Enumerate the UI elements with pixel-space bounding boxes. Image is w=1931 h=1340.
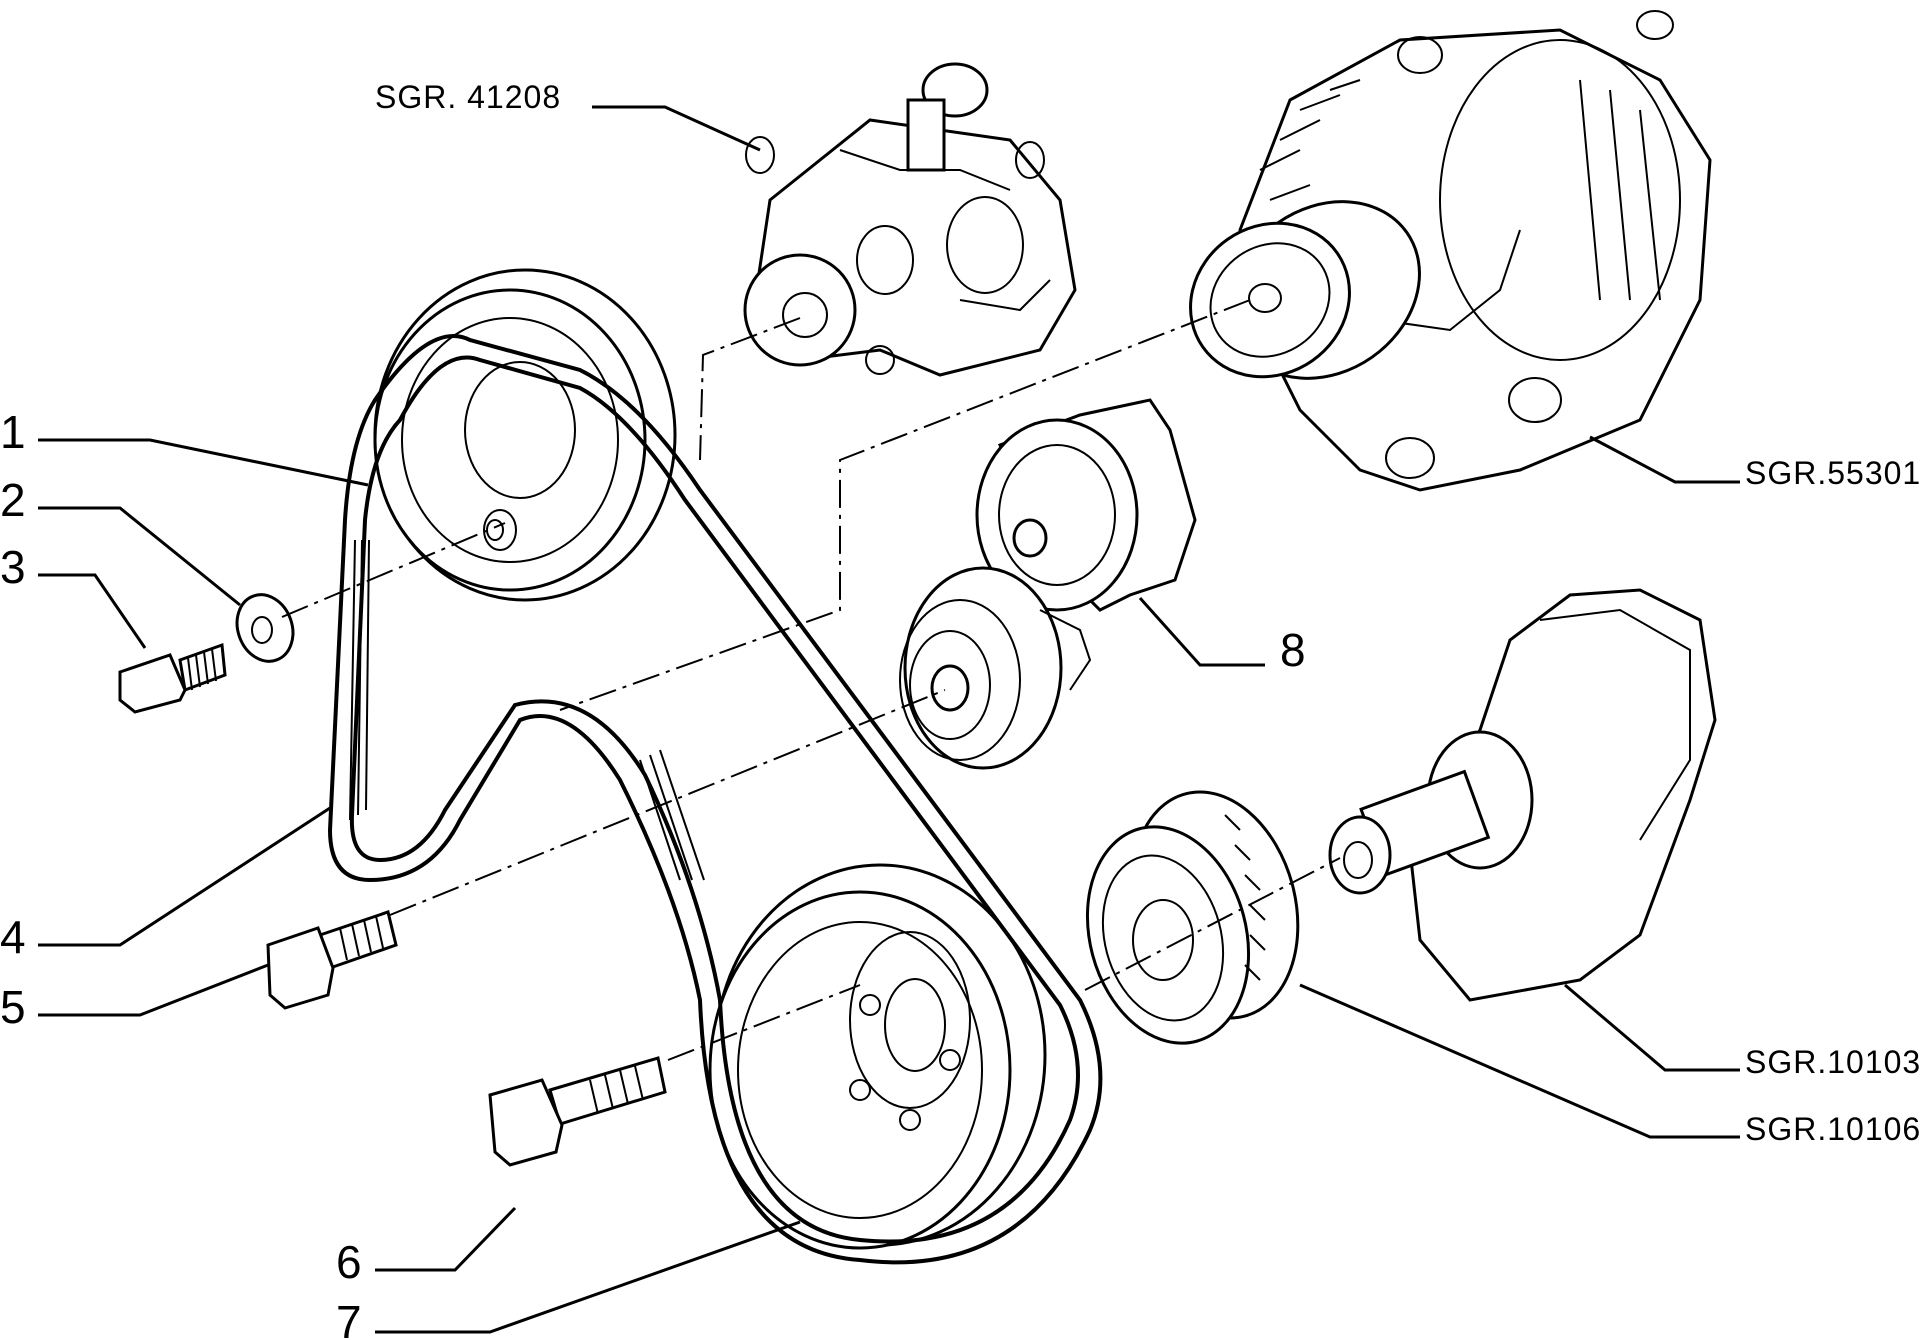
callout-7: 7 [336,1296,362,1340]
bolt-3-drawing [118,642,227,714]
callout-1: 1 [0,406,26,458]
leader-8 [1138,596,1265,667]
callout-3: 3 [0,541,26,593]
crankshaft-pulley-drawing [708,863,1047,1250]
leader-pulley-ring [1299,983,1740,1139]
upper-pulley-drawing [373,268,677,602]
bolt-5-drawing [266,910,398,1010]
leader-alternator [1589,435,1740,484]
ref-crankshaft-pulley-ring: SGR.10106 [1745,1111,1921,1147]
leader-5 [38,963,269,1017]
crankshaft-drawing [1328,588,1717,1002]
leader-pump [592,105,761,152]
callout-2: 2 [0,474,26,526]
tensioner-assembly-drawing [899,398,1197,770]
ref-power-steering-pump: SGR. 41208 [375,79,561,115]
leader-4 [38,806,331,947]
washer-drawing [235,593,295,663]
leader-7 [375,1220,801,1334]
ref-alternator: SGR.55301 [1745,455,1921,491]
leader-1 [38,438,369,487]
callout-8: 8 [1280,624,1306,676]
alternator-drawing [1189,10,1712,492]
leader-crankshaft [1564,983,1740,1072]
leader-2 [38,506,241,607]
callout-4: 4 [0,911,26,963]
ref-crankshaft: SGR.10103 [1745,1044,1921,1080]
callout-leader-lines [38,105,1740,1334]
leader-6 [375,1206,517,1272]
crankshaft-pulley-ring-drawing [1085,790,1300,1045]
bolt-6-drawing [488,1056,667,1167]
power-steering-pump-drawing [743,62,1077,377]
assembly-axis-lines [281,299,1341,1061]
callout-5: 5 [0,981,26,1033]
reference-labels: SGR. 41208 SGR.55301 SGR.10103 SGR.10106 [375,79,1921,1147]
callout-6: 6 [336,1236,362,1288]
leader-3 [38,573,147,649]
callout-labels: 1 2 3 4 5 6 7 8 [0,406,1306,1340]
poly-v-belt-drawing [327,334,1103,1265]
